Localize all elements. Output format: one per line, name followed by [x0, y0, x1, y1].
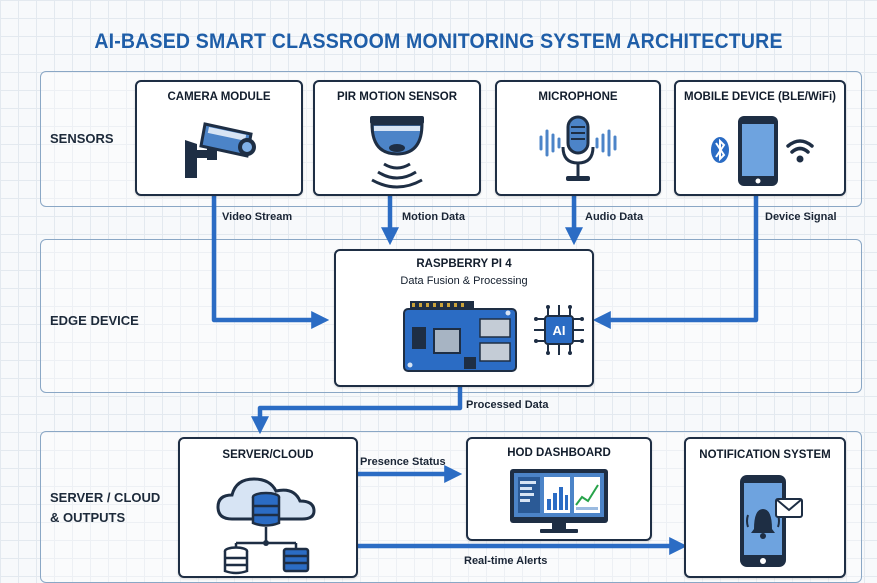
- svg-text:AI: AI: [553, 323, 566, 338]
- mobile-device-card: MOBILE DEVICE (BLE/WiFi): [674, 80, 846, 196]
- camera-module-title: CAMERA MODULE: [167, 91, 271, 103]
- video-stream-arrow: [211, 196, 330, 329]
- ai-chip-icon: AI: [534, 305, 584, 355]
- camera-module-card: CAMERA MODULE: [135, 80, 303, 196]
- monitor-dashboard-icon: [510, 469, 608, 533]
- microphone-card: MICROPHONE: [495, 80, 661, 196]
- server-cloud-card: SERVER/CLOUD: [178, 437, 358, 578]
- cloud-database-icon: [216, 477, 316, 575]
- presence-status-label: Presence Status: [360, 456, 446, 468]
- processed-data-arrow: [251, 385, 463, 435]
- real-time-alerts-label: Real-time Alerts: [464, 555, 548, 567]
- hod-dashboard-title: HOD DASHBOARD: [507, 447, 611, 459]
- audio-data-label: Audio Data: [585, 211, 644, 223]
- server-cloud-title: SERVER/CLOUD: [222, 449, 314, 461]
- device-signal-label: Device Signal: [765, 211, 837, 223]
- server-layer-label-line1: SERVER / CLOUD: [50, 490, 161, 505]
- sensors-layer-label: SENSORS: [50, 131, 114, 146]
- hod-dashboard-card: HOD DASHBOARD: [466, 437, 652, 541]
- cctv-camera-icon: [185, 122, 256, 178]
- mobile-device-title: MOBILE DEVICE (BLE/WiFi): [684, 91, 836, 103]
- pir-motion-sensor-card: PIR MOTION SENSOR: [313, 80, 481, 196]
- motion-data-label: Motion Data: [402, 211, 465, 223]
- motion-sensor-icon: [370, 116, 424, 189]
- server-layer-label: SERVER / CLOUD & OUTPUTS: [50, 488, 160, 528]
- raspberry-pi-card: RASPBERRY PI 4 Data Fusion & Processing …: [334, 249, 594, 387]
- raspberry-pi-board-icon: [403, 301, 517, 372]
- smartphone-bluetooth-wifi-icon: [711, 116, 814, 186]
- phone-bell-icon: [740, 475, 803, 567]
- server-layer-label-line2: & OUTPUTS: [50, 510, 126, 525]
- processed-data-label: Processed Data: [466, 399, 549, 411]
- video-stream-label: Video Stream: [222, 211, 293, 223]
- pir-motion-sensor-title: PIR MOTION SENSOR: [336, 91, 458, 103]
- raspberry-pi-subtitle: Data Fusion & Processing: [400, 275, 528, 287]
- page-title: AI-BASED SMART CLASSROOM MONITORING SYST…: [94, 30, 783, 53]
- microphone-icon: [539, 115, 617, 181]
- microphone-title: MICROPHONE: [538, 91, 618, 103]
- device-signal-arrow: [592, 196, 759, 329]
- raspberry-pi-title: RASPBERRY PI 4: [416, 258, 512, 270]
- notification-system-card: NOTIFICATION SYSTEM: [684, 437, 846, 578]
- notification-system-title: NOTIFICATION SYSTEM: [699, 449, 831, 461]
- edge-device-layer-label: EDGE DEVICE: [50, 313, 139, 328]
